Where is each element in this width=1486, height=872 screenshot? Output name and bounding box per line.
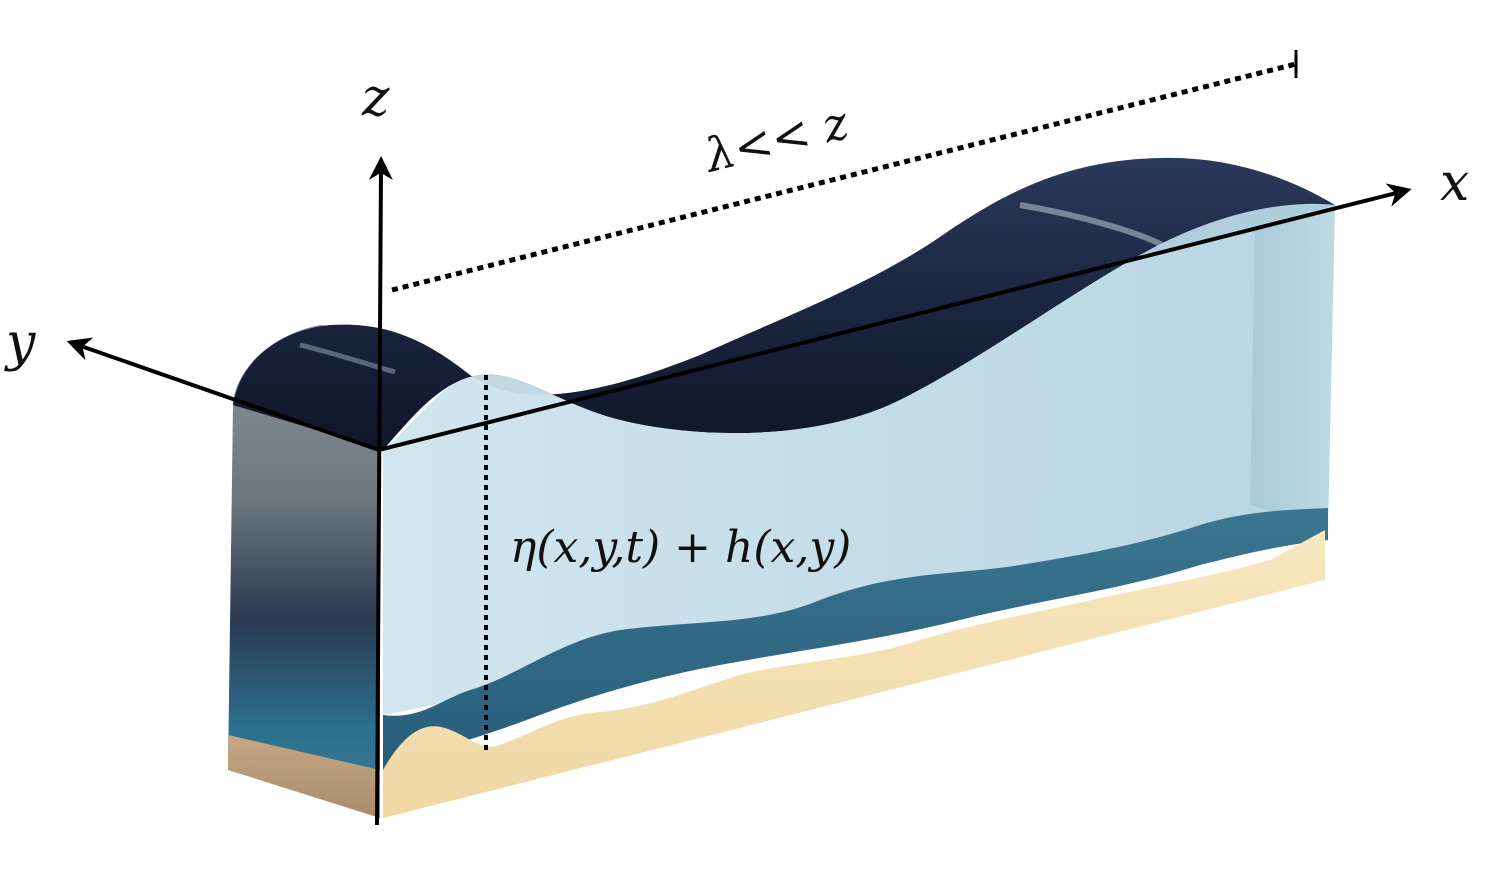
axes <box>66 156 1412 826</box>
z-axis-label: z <box>361 68 390 128</box>
water-surface <box>233 157 1335 450</box>
bottom-water-layer <box>383 508 1328 770</box>
x-axis-label: x <box>1440 153 1469 213</box>
wavelength-label: λ<< z <box>698 95 855 183</box>
front-face <box>228 325 380 818</box>
x-axis <box>378 183 1412 452</box>
depth-expression-label: η(x,y,t) + h(x,y) <box>510 522 851 573</box>
front-water-face <box>228 325 380 815</box>
z-axis <box>368 156 393 826</box>
y-axis <box>66 337 380 452</box>
water-end-face <box>1250 205 1335 530</box>
water-side-face <box>383 203 1335 715</box>
sand-bed <box>383 530 1325 818</box>
surface-highlight-front <box>299 342 396 375</box>
wavelength-line <box>391 61 1297 293</box>
y-axis-label: y <box>4 313 36 373</box>
front-sand-face <box>228 735 380 818</box>
